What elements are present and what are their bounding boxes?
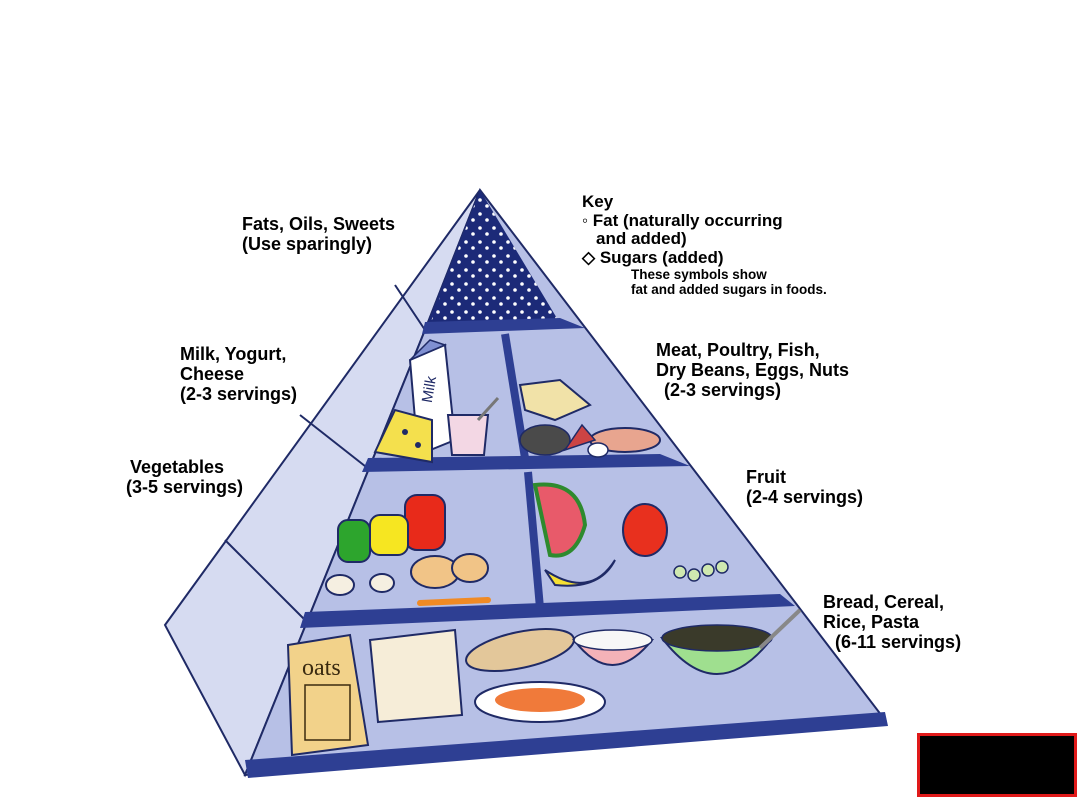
grape: [715, 560, 729, 574]
green-pepper: [337, 519, 371, 563]
fruit-servings: (2-4 servings): [746, 486, 864, 507]
red-pepper: [404, 494, 446, 551]
shelf-base: [245, 712, 888, 778]
key-note-line1: These symbols show: [631, 266, 767, 282]
dairy-label: Milk, Yogurt, Cheese (2-3 servings): [180, 344, 298, 404]
grape: [701, 563, 715, 577]
vegetables-label: Vegetables (3-5 servings): [126, 457, 243, 498]
yellow-pepper: [369, 514, 409, 556]
key-legend: Key ◦ Fat (naturally occurring and added…: [582, 192, 827, 297]
bread-loaf: [368, 628, 464, 724]
chicken: [518, 378, 592, 422]
divider-lower: [524, 471, 544, 609]
black-box: [917, 733, 1077, 797]
watermelon-slice: [532, 482, 588, 558]
left-face-divider-2: [299, 414, 371, 471]
oats-box: [286, 633, 370, 757]
pasta: [495, 688, 585, 712]
grape: [687, 568, 701, 582]
tier-top-label: Fats, Oils, Sweets (Use sparingly): [242, 214, 396, 255]
bananas: [544, 559, 616, 587]
meat-line2: Dry Beans, Eggs, Nuts: [656, 359, 850, 380]
key-note-line2: fat and added sugars in foods.: [631, 281, 827, 297]
tier-top-title: Fats, Oils, Sweets: [242, 214, 396, 234]
sugar-symbol-icon: ◇: [582, 248, 596, 268]
key-fat-item: ◦ Fat (naturally occurring: [582, 210, 827, 231]
shelf-middle: [362, 454, 690, 472]
key-sugar-item: ◇ Sugars (added): [582, 248, 827, 268]
fat-symbol-icon: ◦: [582, 210, 589, 230]
dairy-servings: (2-3 servings): [180, 383, 298, 404]
yogurt-spoon: [476, 396, 500, 422]
tier-top-subtitle: (Use sparingly): [242, 233, 373, 254]
grains-line1: Bread, Cereal,: [823, 592, 945, 612]
key-fat-line1: Fat (naturally occurring: [592, 210, 783, 230]
apple: [622, 503, 668, 557]
cheese-block: [373, 408, 433, 464]
left-face-divider-3: [224, 539, 311, 626]
dairy-line1: Milk, Yogurt,: [180, 344, 287, 364]
egg: [587, 442, 609, 458]
cheese-hole: [415, 442, 421, 448]
meat-label: Meat, Poultry, Fish, Dry Beans, Eggs, Nu…: [656, 340, 850, 400]
apex-dots: [430, 190, 558, 324]
fish: [563, 423, 597, 452]
cereal-spoon: [758, 608, 802, 650]
yogurt-cup: [446, 414, 490, 456]
key-sugar: Sugars (added): [599, 248, 724, 268]
grains-line2: Rice, Pasta: [823, 611, 920, 632]
cheese-hole: [402, 429, 408, 435]
key-heading: Key: [582, 192, 614, 211]
grains-label: Bread, Cereal, Rice, Pasta (6-11 serving…: [823, 592, 962, 652]
vegetables-servings: (3-5 servings): [126, 476, 244, 497]
grape: [673, 565, 687, 579]
milk-carton-top: [409, 339, 448, 361]
milk-carton-label: Milk: [419, 374, 440, 404]
shelf-top: [422, 318, 585, 334]
fruit-line1: Fruit: [746, 467, 786, 487]
fruit-label: Fruit (2-4 servings): [746, 467, 864, 508]
nuts-beans: [519, 424, 571, 456]
carrot: [417, 597, 491, 606]
shelf-lower: [300, 594, 795, 628]
grains-servings: (6-11 servings): [835, 631, 962, 652]
oats-box-label: oats: [302, 655, 341, 681]
potato: [451, 553, 489, 583]
mushroom: [369, 573, 395, 593]
left-face-divider-1: [394, 284, 426, 331]
key-fat-line2: and added): [596, 229, 687, 249]
meat-servings: (2-3 servings): [664, 379, 782, 400]
oats-box-panel: [304, 684, 351, 741]
meat-line1: Meat, Poultry, Fish,: [656, 340, 820, 360]
vegetables-line1: Vegetables: [130, 457, 225, 477]
mushroom: [325, 574, 355, 596]
cereal-bowl-top: [661, 624, 773, 652]
dairy-line2: Cheese: [180, 363, 245, 384]
rice-bowl-top: [573, 629, 653, 651]
